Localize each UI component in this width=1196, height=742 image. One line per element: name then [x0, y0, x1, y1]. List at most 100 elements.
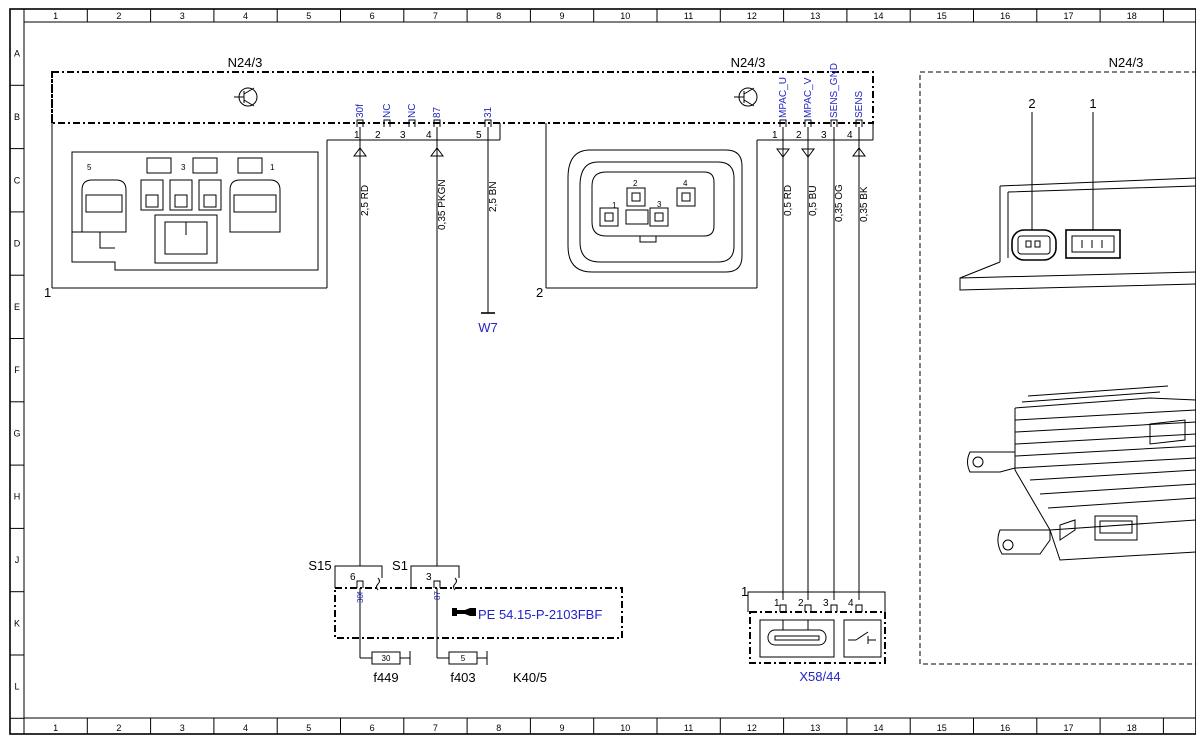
- x58-pin: 4: [848, 598, 854, 609]
- wire-label: 0,5 BU: [808, 185, 819, 216]
- signal-nc: NC: [407, 104, 418, 118]
- column-label: 12: [747, 723, 757, 733]
- column-label: 9: [559, 723, 564, 733]
- fuse-wiring: [359, 588, 488, 665]
- column-label: 14: [873, 723, 883, 733]
- ground-w7: W7: [478, 320, 498, 335]
- signal-sens: SENS: [854, 90, 865, 118]
- row-label: D: [14, 239, 21, 249]
- column-label: 10: [620, 723, 630, 733]
- column-label: 2: [116, 723, 121, 733]
- right-connector-drawing: [567, 149, 743, 273]
- face-number-1: 1: [612, 201, 617, 210]
- label-f449: f449: [373, 670, 398, 685]
- signal-sens-gnd: SENS_GND: [829, 63, 840, 118]
- row-label: E: [14, 302, 20, 312]
- relay-pin-6: 6: [350, 572, 356, 583]
- x58-pin: 2: [798, 598, 804, 609]
- transistor-icon: [234, 87, 258, 107]
- column-label: 17: [1063, 723, 1073, 733]
- column-label: 8: [496, 723, 501, 733]
- reference-link[interactable]: PE 54.15-P-2103FBF: [452, 607, 602, 622]
- photo-callout-1: 1: [1089, 96, 1096, 111]
- wire-label: 2,5 BN: [488, 181, 499, 212]
- left-connector-bracket: [51, 123, 501, 289]
- row-label: J: [15, 555, 20, 565]
- column-label: 2: [116, 11, 121, 21]
- heatsink-housing-drawing: [967, 385, 1196, 561]
- left-connector-drawing: [71, 151, 319, 271]
- label-s1: S1: [392, 558, 408, 573]
- signal-31: 31: [483, 106, 494, 118]
- column-label: 1: [53, 11, 58, 21]
- wire-label: 0,35 OG: [834, 184, 845, 222]
- column-label: 14: [873, 11, 883, 21]
- x58-callout-1: 1: [741, 584, 748, 599]
- pin-terminals-left: [356, 119, 492, 127]
- wire-label: 0,5 RD: [783, 185, 794, 216]
- column-label: 1: [53, 723, 58, 733]
- relay-module-box: [334, 587, 623, 639]
- label-f403: f403: [450, 670, 475, 685]
- signal-87: 87: [432, 106, 443, 118]
- column-label: 18: [1127, 723, 1137, 733]
- label-n24-mid: N24/3: [731, 55, 766, 70]
- x58-pin: 1: [774, 598, 780, 609]
- pin-number: 3: [821, 130, 827, 141]
- column-label: 12: [747, 11, 757, 21]
- column-label: 9: [559, 11, 564, 21]
- column-label: 13: [810, 11, 820, 21]
- right-connector-bracket: [545, 123, 874, 289]
- sensor-switch-icon: [843, 619, 882, 658]
- pin-number: 2: [796, 130, 802, 141]
- signal-mpac-u: MPAC_U: [778, 77, 789, 118]
- drawing-frame: [9, 8, 1196, 735]
- ruler-ticks: [10, 9, 1164, 734]
- pin-number: 4: [847, 130, 853, 141]
- reference-link-text[interactable]: PE 54.15-P-2103FBF: [478, 607, 602, 622]
- column-label: 16: [1000, 11, 1010, 21]
- x58-bracket: [747, 591, 886, 612]
- label-s15: S15: [308, 558, 331, 573]
- column-label: 6: [370, 723, 375, 733]
- face-number-1: 1: [270, 163, 275, 172]
- face-number-3: 3: [181, 163, 186, 172]
- column-label: 17: [1063, 11, 1073, 21]
- row-label: C: [14, 175, 21, 185]
- column-label: 16: [1000, 723, 1010, 733]
- callout-2: 2: [536, 285, 543, 300]
- pointing-hand-icon: [452, 608, 476, 616]
- label-n24-right: N24/3: [1109, 55, 1144, 70]
- row-label: A: [14, 49, 20, 59]
- column-label: 3: [180, 11, 185, 21]
- column-label: 10: [620, 11, 630, 21]
- row-label: K: [14, 618, 20, 628]
- signal-30f: 30f: [355, 104, 366, 118]
- x58-pin: 3: [823, 598, 829, 609]
- column-label: 15: [937, 11, 947, 21]
- column-label: 13: [810, 723, 820, 733]
- pin-number: 3: [400, 130, 406, 141]
- pin-terminals-right: [779, 119, 863, 127]
- column-label: 11: [684, 723, 693, 733]
- column-label: 5: [306, 11, 311, 21]
- face-number-5: 5: [87, 163, 92, 172]
- wire-label: 2,5 RD: [360, 185, 371, 216]
- wire-label: 0,35 BK: [859, 186, 870, 222]
- wire-label: 0,35 PKGN: [437, 179, 448, 230]
- column-label: 7: [433, 723, 438, 733]
- face-number-3: 3: [657, 200, 662, 209]
- photo-callout-2: 2: [1028, 96, 1035, 111]
- fuse-value-5: 5: [461, 654, 466, 663]
- signal-nc: NC: [382, 104, 393, 118]
- control-unit-isometric-drawing: [959, 112, 1196, 291]
- signal-mpac-v: MPAC_V: [803, 77, 814, 118]
- label-n24-left: N24/3: [228, 55, 263, 70]
- column-label: 5: [306, 723, 311, 733]
- face-number-2: 2: [633, 179, 638, 188]
- pin-number: 2: [375, 130, 381, 141]
- x58-pin-terminals: [779, 604, 863, 612]
